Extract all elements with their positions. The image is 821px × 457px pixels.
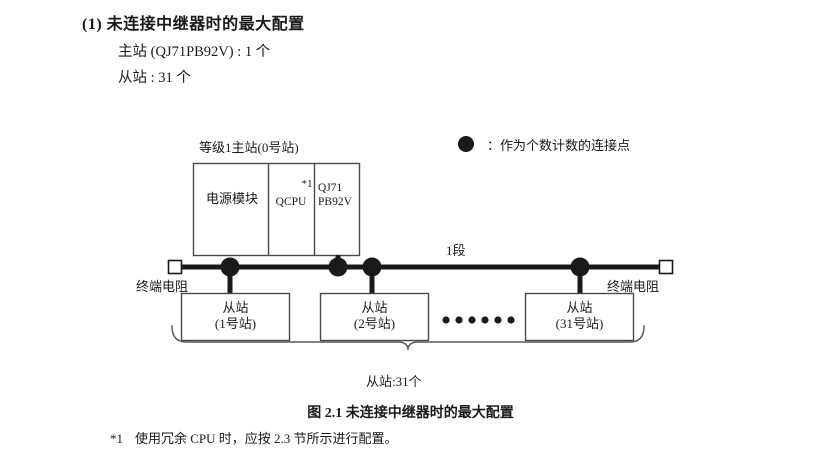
module-label-network-line2: PB92V	[318, 195, 352, 208]
cpu-footnote-mark: *1	[301, 178, 313, 190]
slave-2-station: (2号站)	[353, 316, 396, 332]
terminator-left-label: 终端电阻	[136, 279, 189, 294]
slave-1-name: 从站	[222, 300, 249, 315]
section-heading: (1) 未连接中继器时的最大配置	[82, 10, 305, 34]
slave-label-2: 从站 (2号站)	[320, 300, 429, 333]
module-label-power-supply: 电源模块	[205, 191, 258, 206]
slave-box-2	[319, 292, 430, 342]
slave-1-station: (1号站)	[214, 316, 257, 332]
footnote-text: 使用冗余 CPU 时，应按 2.3 节所示进行配置。	[135, 431, 398, 446]
slave-box-1	[180, 292, 291, 342]
module-label-network: QJ71 PB92V	[318, 182, 362, 209]
slave-box-31	[524, 292, 635, 342]
slave-31-station: (31号站)	[555, 316, 604, 332]
section-number: (1)	[82, 16, 103, 33]
section-line-master: 主站 (QJ71PB92V) : 1 个	[118, 44, 271, 60]
terminator-right-symbol	[658, 259, 674, 275]
legend-separator: ：	[487, 138, 501, 153]
terminator-left-symbol	[167, 259, 183, 275]
footnote-mark: *1	[110, 431, 123, 446]
connection-point-slave-1	[220, 257, 240, 277]
slave-group-brace	[171, 325, 645, 351]
slave-31-name: 从站	[566, 300, 593, 315]
module-label-cpu: QCPU	[275, 196, 307, 208]
slave-label-31: 从站 (31号站)	[525, 300, 634, 333]
section-line-slave: 从站 : 31 个	[118, 70, 191, 86]
brace-label: 从站:31个	[366, 374, 422, 389]
terminator-right-label: 终端电阻	[607, 279, 660, 294]
module-label-network-line1: QJ71	[318, 182, 343, 194]
legend-text-group: ：作为个数计数的连接点	[487, 135, 630, 154]
legend-bullet-icon	[458, 136, 474, 152]
connection-point-slave-2	[362, 257, 382, 277]
section-title-text: 未连接中继器时的最大配置	[106, 16, 305, 33]
master-rack-caption: 等级1主站(0号站)	[199, 140, 299, 155]
ellipsis-dots	[442, 316, 515, 324]
legend-description: 作为个数计数的连接点	[500, 138, 631, 153]
connection-point-slave-31	[570, 257, 590, 277]
slave-label-1: 从站 (1号站)	[181, 300, 290, 333]
master-rack-box	[192, 162, 361, 257]
slave-2-name: 从站	[361, 300, 388, 315]
segment-label: 1段	[446, 243, 466, 258]
figure-caption: 图 2.1 未连接中继器时的最大配置	[307, 406, 514, 421]
footnote: *1 使用冗余 CPU 时，应按 2.3 节所示进行配置。	[110, 428, 398, 447]
connection-point-master	[328, 257, 348, 277]
